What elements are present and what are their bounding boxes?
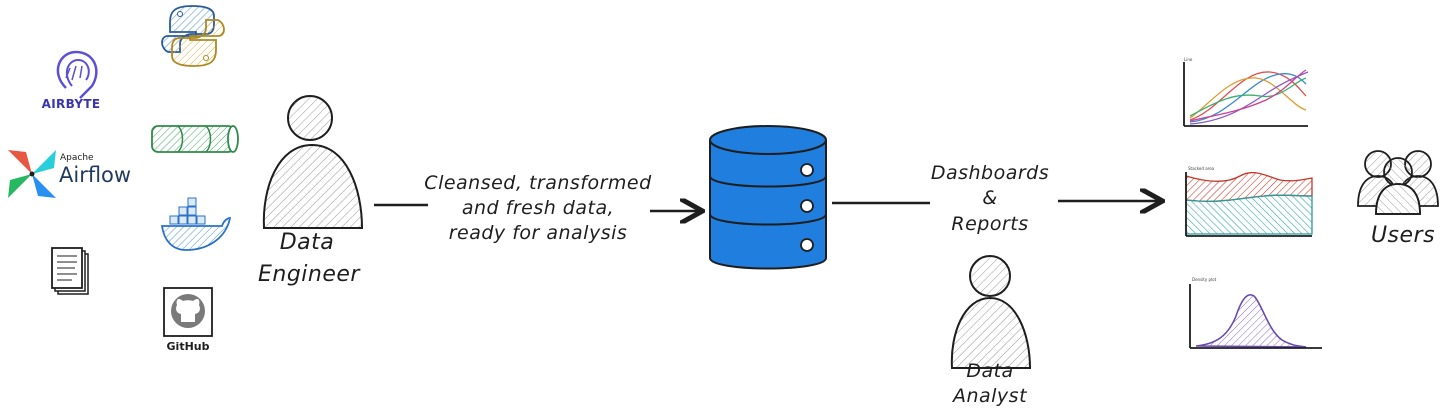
data-engineer-label-line2: Engineer — [258, 262, 360, 287]
density-chart-thumbnail — [1189, 284, 1322, 349]
pipeline-note-line3: ready for analysis — [448, 222, 628, 244]
data-engineer-label-line1: Data — [279, 230, 335, 255]
github-label: GitHub — [166, 340, 210, 353]
airflow-label: Airflow — [59, 163, 132, 187]
density-chart-title: Density plot — [1192, 277, 1217, 282]
airflow-prefix-label: Apache — [60, 153, 94, 163]
data-analyst-label-line2: Analyst — [952, 385, 1028, 407]
pipe-icon — [151, 125, 239, 153]
data-analyst-figure — [950, 255, 1032, 369]
pipeline-note-line2: and fresh data, — [461, 197, 615, 219]
python-icon — [161, 5, 225, 67]
database-icon — [709, 125, 827, 270]
line-chart-thumbnail — [1183, 62, 1309, 127]
airbyte-label: AIRBYTE — [41, 97, 101, 111]
data-engineer-figure — [262, 95, 364, 229]
users-icon — [1357, 150, 1439, 215]
data-analyst-label-line1: Data — [966, 360, 1014, 382]
document-icon — [51, 247, 89, 295]
outputs-label-line3: Reports — [951, 213, 1029, 235]
outputs-label-line2: & — [982, 187, 998, 209]
docker-icon — [160, 197, 232, 251]
outputs-label-line1: Dashboards — [930, 162, 1050, 184]
github-icon — [163, 287, 213, 337]
pipeline-note-line1: Cleansed, transformed — [424, 172, 652, 194]
airflow-icon — [8, 150, 56, 198]
stacked-area-chart-title: Stacked area — [1188, 166, 1215, 171]
stacked-area-chart-thumbnail — [1185, 172, 1313, 237]
users-label: Users — [1370, 223, 1436, 248]
airbyte-icon — [56, 50, 98, 99]
line-chart-title: Line — [1184, 57, 1193, 62]
